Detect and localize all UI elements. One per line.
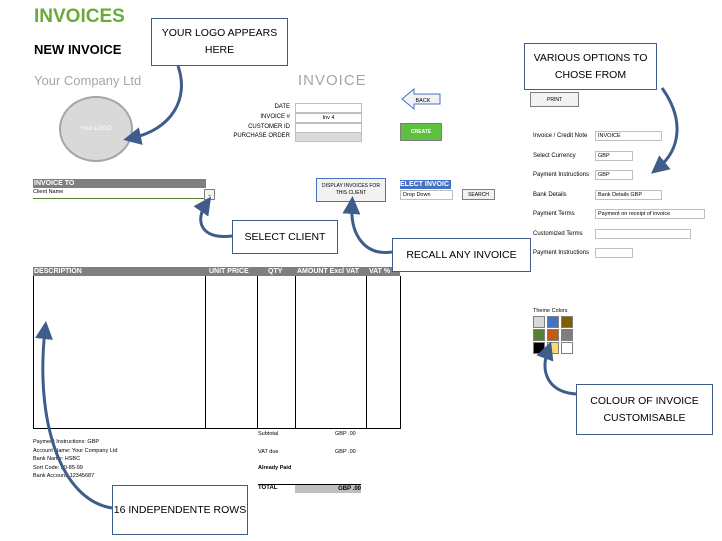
theme-color-swatch[interactable]	[561, 316, 573, 328]
payment-info-line: Bank Name: HSBC	[33, 456, 81, 462]
col-qty: QTY	[268, 268, 283, 275]
line-items-body[interactable]	[33, 276, 401, 429]
option-payment-instructions[interactable]: GBP	[595, 170, 633, 180]
col-description: DESCRIPTION	[34, 268, 82, 275]
callout-options: VARIOUS OPTIONS TO CHOSE FROM	[524, 43, 657, 90]
client-select[interactable]: Client Name	[33, 189, 205, 199]
theme-color-swatch[interactable]	[533, 316, 545, 328]
arrow-select-client	[193, 196, 233, 238]
logo-placeholder[interactable]: Your LOGO	[59, 96, 133, 162]
option-label-payment-instructions: Payment Instructions	[533, 172, 590, 178]
col-amount: AMOUNT Excl VAT	[297, 268, 359, 275]
col-divider	[366, 276, 367, 428]
option-label-bank-details: Bank Details	[533, 192, 567, 198]
theme-color-swatch[interactable]	[533, 329, 545, 341]
theme-color-swatch[interactable]	[547, 342, 559, 354]
back-button[interactable]: BACK	[400, 88, 442, 110]
subtotal-label: Subtotal	[258, 431, 279, 437]
back-label: BACK	[416, 98, 431, 104]
theme-color-swatch[interactable]	[547, 329, 559, 341]
company-name: Your Company Ltd	[34, 73, 142, 88]
print-button[interactable]: PRINT	[530, 92, 579, 107]
arrow-options	[651, 87, 679, 174]
client-dropdown-arrow[interactable]: ⌄	[204, 189, 215, 200]
option-invoice-type[interactable]: INVOICE	[595, 131, 662, 141]
payment-info-line: Payment Instructions: GBP	[33, 439, 100, 445]
option-payment-terms[interactable]: Payment on receipt of invoice	[595, 209, 705, 219]
date-field[interactable]	[295, 103, 362, 113]
theme-color-swatch[interactable]	[547, 316, 559, 328]
theme-color-swatch[interactable]	[561, 329, 573, 341]
payment-info-line: Sort Code: 20-85-99	[33, 464, 83, 471]
purchase-order-field[interactable]	[295, 132, 362, 142]
invoice-number-label: INVOICE #	[260, 114, 290, 120]
total-label: TOTAL	[258, 485, 278, 491]
already-paid-label: Already Paid	[258, 465, 292, 471]
col-divider	[295, 276, 296, 428]
option-customized-terms[interactable]	[595, 229, 691, 239]
option-label-payment-instructions-2: Payment Instructions	[533, 250, 590, 256]
theme-color-grid[interactable]	[533, 316, 578, 356]
option-label-payment-terms: Payment Terms	[533, 211, 575, 217]
invoice-number-field[interactable]: Inv 4	[295, 113, 362, 123]
col-divider	[257, 276, 258, 428]
option-label-customized-terms: Customized Terms	[533, 231, 583, 237]
app-title: INVOICES	[34, 6, 125, 27]
subtotal-value: GBP .00	[335, 431, 356, 437]
col-unit-price: UNIT PRICE	[209, 268, 249, 275]
option-label-invoice-type: Invoice / Credit Note	[533, 133, 588, 139]
callout-recall-invoice: RECALL ANY INVOICE	[392, 238, 531, 272]
invoice-dropdown[interactable]: Drop Down	[400, 190, 453, 200]
logo-text: Your LOGO	[80, 126, 112, 132]
date-label: DATE	[274, 104, 290, 110]
col-vat: VAT %	[369, 268, 391, 275]
display-invoices-button[interactable]: DISPLAY INVOICES FOR THIS CLIENT	[316, 178, 386, 202]
vat-due-label: VAT due	[258, 449, 279, 455]
callout-colour: COLOUR OF INVOICE CUSTOMISABLE	[576, 384, 713, 435]
col-divider	[205, 276, 206, 428]
callout-select-client: SELECT CLIENT	[232, 220, 338, 254]
invoice-to-heading: INVOICE TO	[33, 179, 206, 188]
select-invoice-heading: ELECT INVOIC	[400, 180, 451, 189]
callout-logo: YOUR LOGO APPEARS HERE	[151, 18, 288, 66]
theme-color-swatch[interactable]	[533, 342, 545, 354]
client-select-value: Client Name	[33, 189, 64, 195]
arrow-colour	[536, 341, 577, 396]
create-button[interactable]: CREATE	[400, 123, 442, 141]
search-button[interactable]: SEARCH	[462, 189, 495, 200]
vat-due-value: GBP .00	[335, 449, 356, 455]
callout-rows: 16 INDEPENDENTE ROWS	[112, 485, 248, 535]
option-currency[interactable]: GBP	[595, 151, 633, 161]
purchase-order-label: PURCHASE ORDER	[233, 133, 290, 139]
arrow-recall	[342, 196, 393, 254]
payment-info-line: Account Name: Your Company Ltd	[33, 447, 118, 454]
chevron-down-icon: ⌄	[207, 191, 212, 198]
theme-colors-label: Theme Colors	[533, 308, 568, 314]
option-payment-instructions-2[interactable]	[595, 248, 633, 258]
theme-color-swatch[interactable]	[561, 342, 573, 354]
customer-id-label: CUSTOMER ID	[248, 124, 290, 130]
option-label-currency: Select Currency	[533, 153, 576, 159]
total-divider	[258, 484, 361, 485]
payment-info: Payment Instructions: GBP Account Name: …	[33, 438, 117, 481]
payment-info-line: Bank Account: 12345687	[33, 473, 95, 479]
total-value: GBP .00	[295, 485, 361, 493]
table-header: DESCRIPTION UNIT PRICE QTY AMOUNT Excl V…	[33, 267, 400, 276]
page-subtitle: NEW INVOICE	[34, 42, 122, 57]
invoice-title: INVOICE	[298, 72, 367, 89]
option-bank-details[interactable]: Bank Details GBP	[595, 190, 662, 200]
